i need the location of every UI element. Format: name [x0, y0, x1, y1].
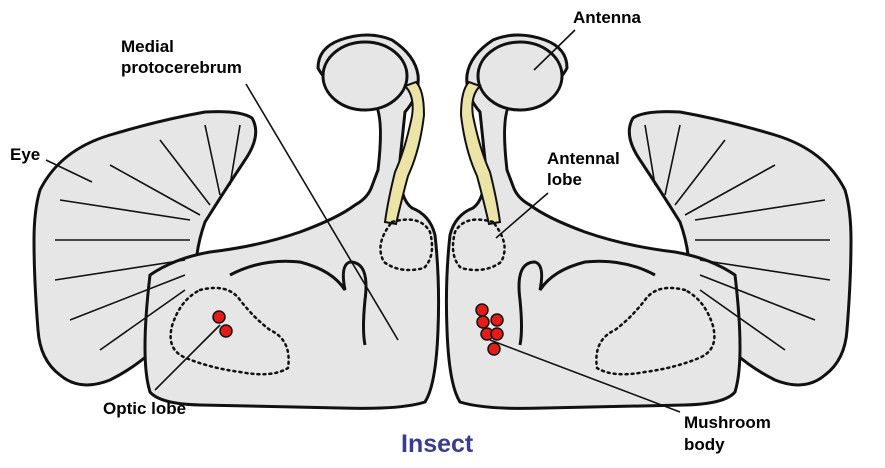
left-antenna	[323, 42, 407, 110]
mushroom-cell	[488, 343, 500, 355]
right-antenna	[478, 42, 562, 110]
label-antennal-line2: lobe	[547, 169, 582, 190]
caption-insect: Insect	[401, 430, 473, 458]
mushroom-cell	[491, 314, 503, 326]
label-antennal-line1: Antennal	[547, 148, 620, 169]
label-mushroom-line1: Mushroom	[684, 412, 771, 433]
mushroom-cell	[213, 311, 225, 323]
label-antenna: Antenna	[573, 7, 641, 28]
right-hemisphere	[446, 35, 851, 408]
label-optic-lobe: Optic lobe	[103, 398, 186, 419]
mushroom-cell	[477, 316, 489, 328]
mushroom-cell	[220, 325, 232, 337]
label-medial-line1: Medial	[121, 36, 174, 57]
mushroom-cell	[491, 328, 503, 340]
left-hemisphere	[34, 35, 439, 408]
label-mushroom-line2: body	[684, 434, 725, 455]
label-medial-line2: protocerebrum	[121, 57, 242, 78]
label-eye: Eye	[10, 144, 40, 165]
mushroom-cell	[476, 304, 488, 316]
